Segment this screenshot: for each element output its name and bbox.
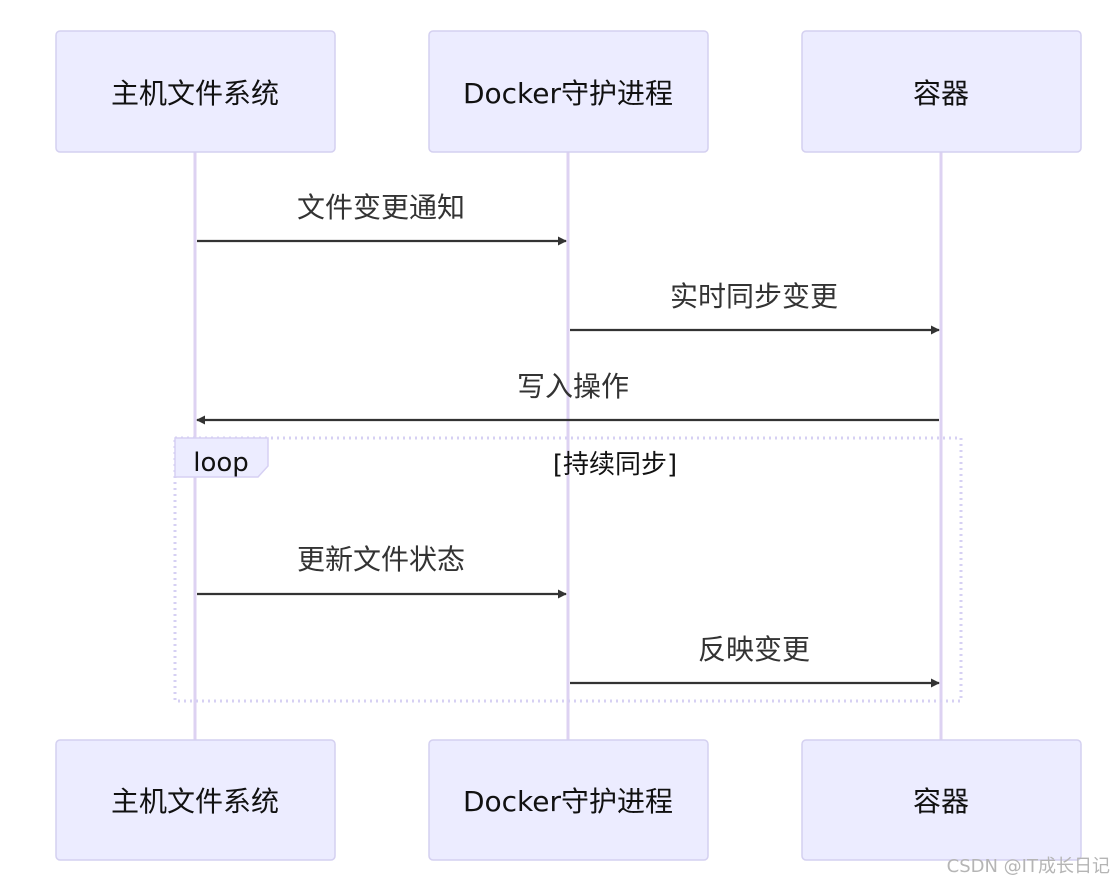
message-reflect-change: 反映变更: [570, 633, 940, 688]
actor-label: 容器: [913, 785, 969, 818]
actor-host-top: 主机文件系统: [55, 30, 336, 153]
actor-label: 容器: [913, 77, 969, 110]
actor-host-bottom: 主机文件系统: [55, 739, 336, 861]
loop-tab: [174, 437, 269, 478]
actor-label: 主机文件系统: [111, 77, 279, 110]
actor-label: 主机文件系统: [111, 785, 279, 818]
actor-label: Docker守护进程: [463, 785, 673, 818]
actor-docker-top: Docker守护进程: [428, 30, 709, 153]
message-label: 写入操作: [517, 370, 629, 403]
message-write-operation: 写入操作: [196, 370, 939, 425]
loop-keyword: loop: [193, 448, 249, 478]
message-label: 更新文件状态: [297, 543, 465, 576]
actor-container-top: 容器: [801, 30, 1082, 153]
loop-block: loop [持续同步]: [173, 436, 963, 703]
message-file-change-notify: 文件变更通知: [197, 191, 567, 246]
watermark: CSDN @IT成长日记: [946, 856, 1110, 877]
actor-label: Docker守护进程: [463, 77, 673, 110]
message-update-file-state: 更新文件状态: [197, 543, 567, 599]
actor-docker-bottom: Docker守护进程: [428, 739, 709, 861]
loop-frame: [173, 436, 963, 703]
actor-container-bottom: 容器: [801, 739, 1082, 861]
message-label: 实时同步变更: [670, 280, 838, 313]
message-realtime-sync: 实时同步变更: [570, 280, 940, 335]
loop-condition: [持续同步]: [553, 450, 677, 480]
message-label: 反映变更: [698, 633, 810, 666]
message-label: 文件变更通知: [297, 191, 465, 224]
